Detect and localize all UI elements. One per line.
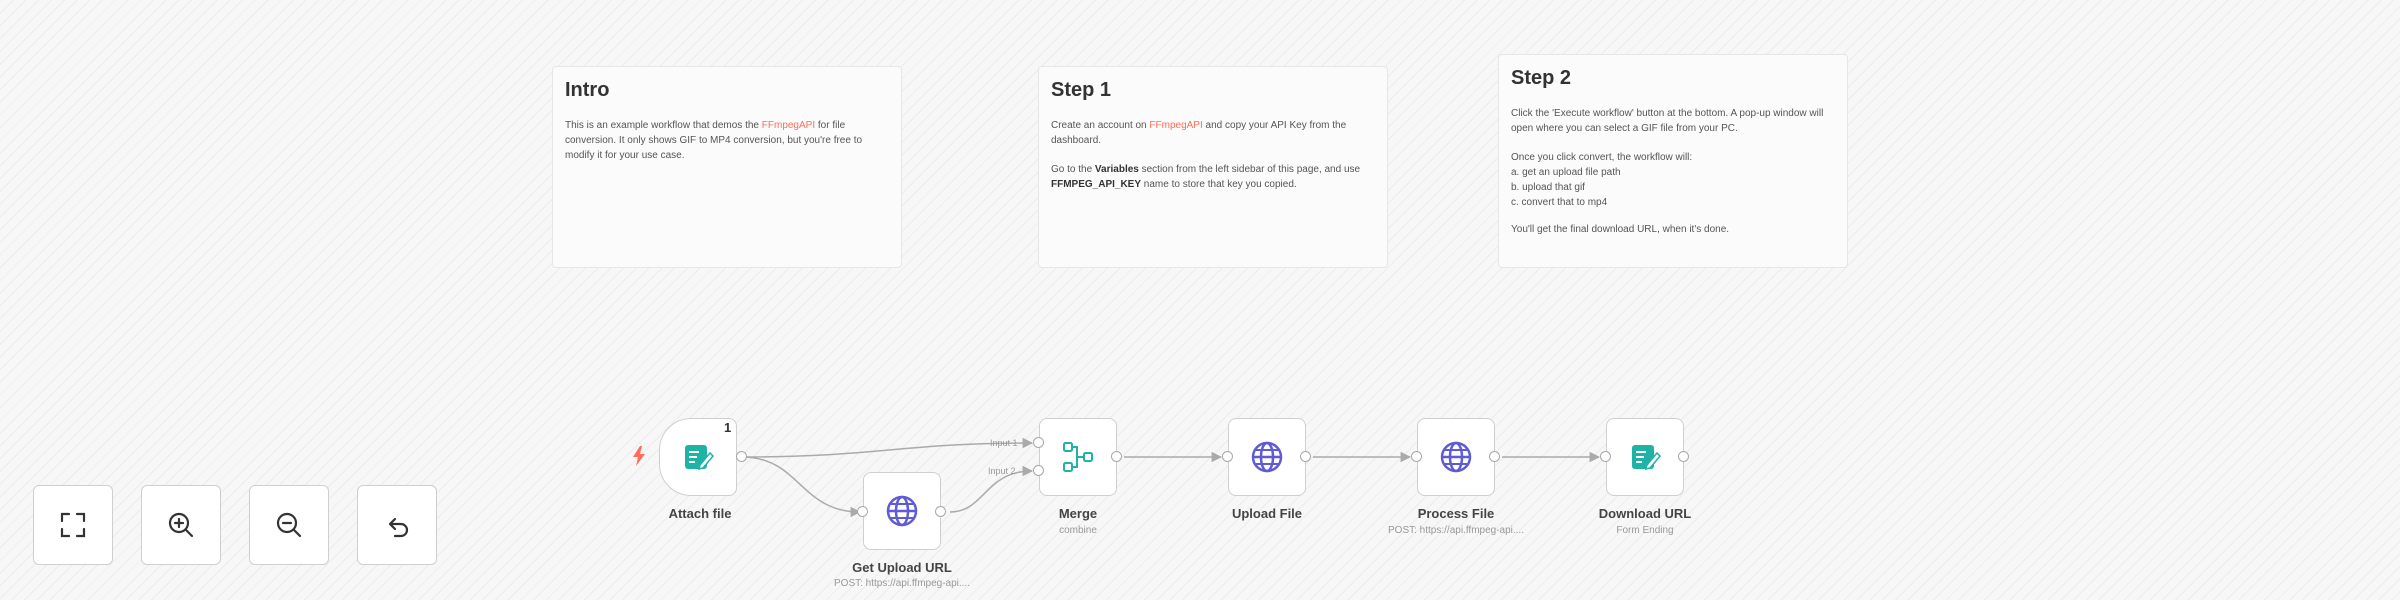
node-subtitle: combine xyxy=(1059,525,1097,536)
node-attach-file[interactable] xyxy=(659,418,737,496)
note-text: Click the 'Execute workflow' button at t… xyxy=(1511,108,1824,134)
node-label: Download URL xyxy=(1598,506,1692,521)
node-label: Merge xyxy=(1058,506,1098,521)
trigger-bolt-icon xyxy=(633,446,645,466)
run-count-badge: 1 xyxy=(724,420,732,435)
input-label: Input 2 xyxy=(988,466,1016,476)
output-port[interactable] xyxy=(1300,451,1311,462)
node-subtitle: POST: https://api.ffmpeg-api.... xyxy=(1388,525,1524,536)
note-text: Go to the Variables section from the lef… xyxy=(1051,164,1361,190)
ffmpegapi-link[interactable]: FFmpegAPI xyxy=(1149,120,1203,131)
input-port[interactable] xyxy=(857,506,868,517)
note-title: Step 2 xyxy=(1511,67,1572,89)
globe-icon xyxy=(1440,441,1472,473)
sticky-note-step1[interactable]: Step 1 Create an account on FFmpegAPI an… xyxy=(1038,66,1388,268)
note-text: Once you click convert, the workflow wil… xyxy=(1511,152,1693,208)
node-label: Process File xyxy=(1417,506,1495,521)
edge-attach-to-merge xyxy=(741,437,1034,458)
input-port[interactable] xyxy=(1411,451,1422,462)
note-text: Create an account on FFmpegAPI and copy … xyxy=(1051,120,1347,146)
edge-getupload-to-merge xyxy=(949,465,1034,513)
output-port[interactable] xyxy=(1489,451,1500,462)
sticky-note-intro[interactable]: Intro This is an example workflow that d… xyxy=(552,66,902,268)
reset-zoom-button[interactable] xyxy=(357,485,437,565)
globe-icon xyxy=(886,495,918,527)
node-process-file[interactable] xyxy=(1417,418,1495,496)
node-label: Upload File xyxy=(1231,506,1303,521)
input-port[interactable] xyxy=(1600,451,1611,462)
node-merge[interactable] xyxy=(1039,418,1117,496)
node-label: Get Upload URL xyxy=(852,560,952,575)
input-label: Input 1 xyxy=(990,438,1018,448)
globe-icon xyxy=(1251,441,1283,473)
ffmpegapi-link[interactable]: FFmpegAPI xyxy=(761,120,816,131)
fullscreen-icon xyxy=(60,512,86,538)
zoom-out-button[interactable] xyxy=(249,485,329,565)
note-title: Step 1 xyxy=(1051,79,1112,101)
node-subtitle: Form Ending xyxy=(1616,525,1674,536)
fit-view-button[interactable] xyxy=(33,485,113,565)
output-port[interactable] xyxy=(1678,451,1689,462)
input-port[interactable] xyxy=(1033,437,1044,448)
form-icon xyxy=(1632,445,1661,471)
zoom-in-button[interactable] xyxy=(141,485,221,565)
note-title: Intro xyxy=(565,79,610,101)
zoom-in-icon xyxy=(168,512,194,538)
node-label: Attach file xyxy=(668,506,732,521)
zoom-out-icon xyxy=(276,512,302,538)
output-port[interactable] xyxy=(935,506,946,517)
node-subtitle: POST: https://api.ffmpeg-api.... xyxy=(834,578,970,589)
merge-icon xyxy=(1063,442,1093,472)
node-upload-file[interactable] xyxy=(1228,418,1306,496)
sticky-note-step2[interactable]: Step 2 Click the 'Execute workflow' butt… xyxy=(1498,54,1848,268)
node-download-url[interactable] xyxy=(1606,418,1684,496)
note-text: You'll get the final download URL, when … xyxy=(1511,224,1730,235)
input-port[interactable] xyxy=(1033,465,1044,476)
output-port[interactable] xyxy=(736,451,747,462)
form-icon xyxy=(685,445,714,471)
undo-icon xyxy=(388,517,409,538)
output-port[interactable] xyxy=(1111,451,1122,462)
node-get-upload-url[interactable] xyxy=(863,472,941,550)
edge-attach-to-getupload xyxy=(741,456,862,518)
note-text: This is an example workflow that demos t… xyxy=(565,120,863,161)
input-port[interactable] xyxy=(1222,451,1233,462)
